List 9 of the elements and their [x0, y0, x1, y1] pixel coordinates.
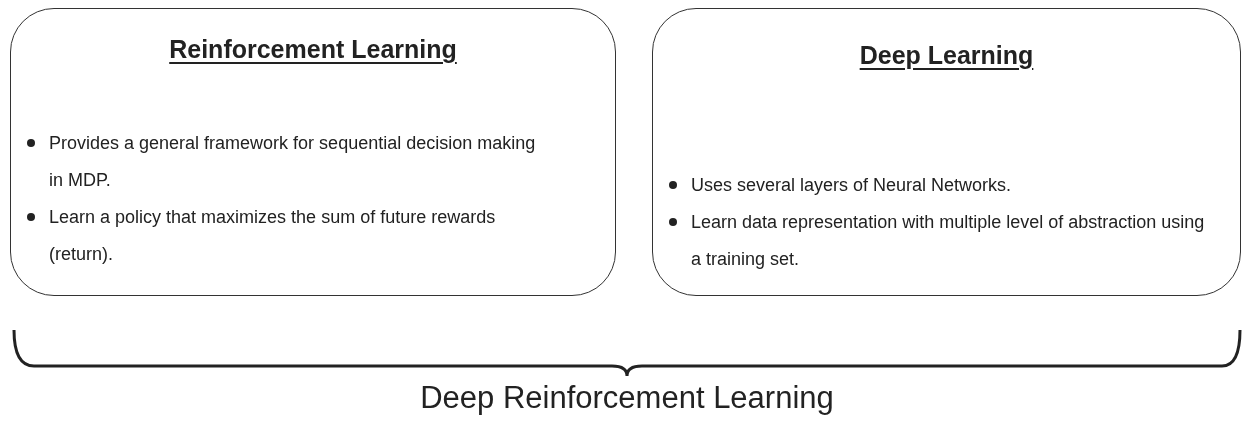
bullet-text: Learn data representation with multiple level of abstraction using a training set. [691, 211, 1206, 271]
bullet-text: Uses several layers of Neural Networks. [691, 174, 1012, 197]
bullet-text: Provides a general framework for sequential decision making in MDP. [49, 132, 537, 192]
rounded-box [10, 8, 616, 296]
rounded-box [652, 8, 1241, 296]
bullet-text: Learn a policy that maximizes the sum of future rewards (return). [49, 206, 497, 266]
box-heading: Deep Learning [859, 40, 1034, 71]
bracket-label: Deep Reinforcement Learning [420, 380, 834, 416]
box-heading: Reinforcement Learning [169, 34, 457, 65]
